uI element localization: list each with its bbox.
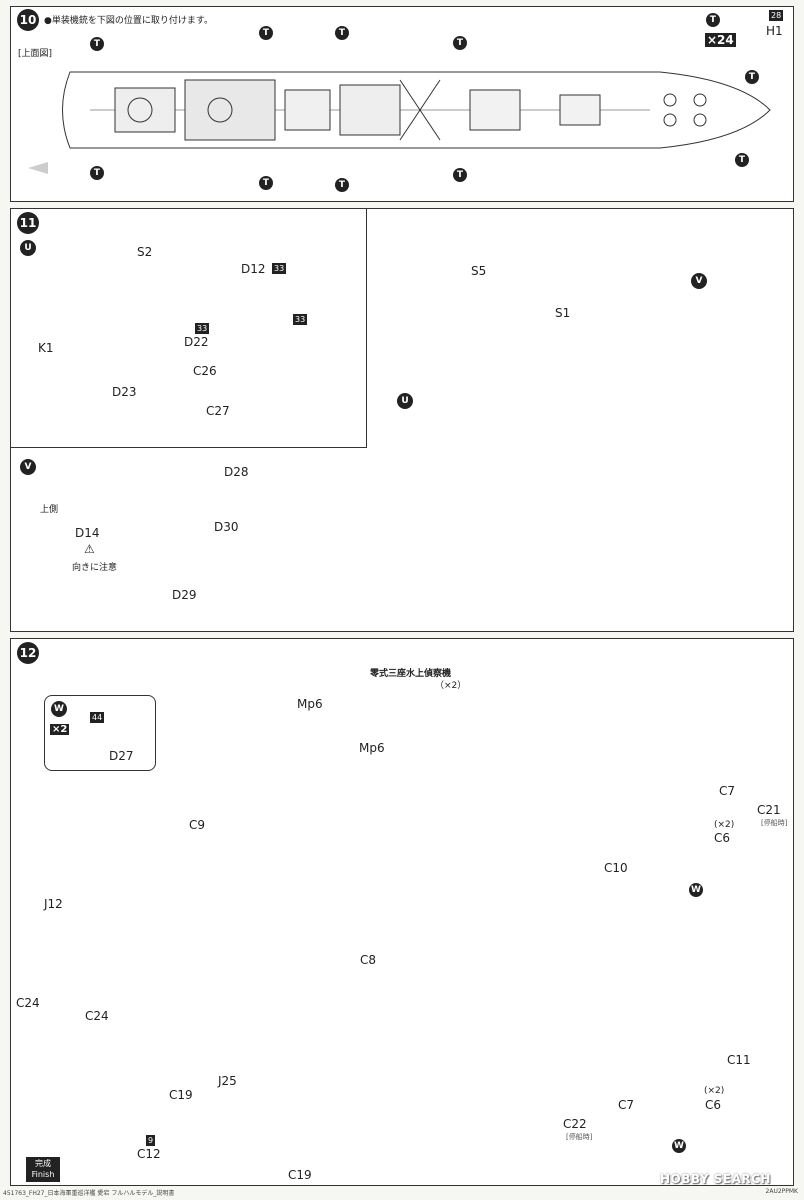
finish-badge: 完成 Finish bbox=[26, 1157, 60, 1182]
c21-note: [停船時] bbox=[761, 819, 788, 827]
sprue-44: 44 bbox=[90, 712, 105, 723]
step-10-badge: 10 bbox=[17, 9, 39, 31]
part-c24-a: C24 bbox=[16, 996, 40, 1010]
part-d12: D12 bbox=[241, 262, 266, 276]
part-c7-b: C7 bbox=[618, 1098, 635, 1112]
marker-t-6: T bbox=[259, 176, 273, 190]
finish-jp: 完成 bbox=[35, 1159, 51, 1168]
marker-u: U bbox=[20, 240, 36, 256]
sprue-33-c: 33 bbox=[293, 314, 308, 325]
part-s2: S2 bbox=[137, 245, 153, 259]
marker-u-ship: U bbox=[397, 393, 413, 409]
step-11-subpanel bbox=[10, 208, 367, 448]
caution-label: 向きに注意 bbox=[72, 563, 118, 573]
warning-icon: ⚠ bbox=[84, 542, 95, 556]
marker-v-ship: V bbox=[691, 273, 707, 289]
part-c26: C26 bbox=[193, 364, 217, 378]
plane-title: 零式三座水上偵察機 bbox=[370, 669, 452, 679]
part-c21: C21 bbox=[757, 803, 781, 817]
c6-b-count: (×2) bbox=[704, 1086, 725, 1096]
part-s5: S5 bbox=[471, 264, 487, 278]
part-c19-b: C19 bbox=[288, 1168, 312, 1182]
sprue-9: 9 bbox=[146, 1135, 156, 1146]
marker-t-4: T bbox=[453, 36, 467, 50]
marker-t-2: T bbox=[259, 26, 273, 40]
marker-t-ref: T bbox=[706, 13, 720, 27]
marker-t-5: T bbox=[90, 166, 104, 180]
part-c19-a: C19 bbox=[169, 1088, 193, 1102]
up-side-label: 上側 bbox=[40, 505, 59, 515]
part-d30: D30 bbox=[214, 520, 239, 534]
part-d29: D29 bbox=[172, 588, 197, 602]
sprue-28: 28 bbox=[769, 10, 784, 21]
marker-w-upper: W bbox=[689, 883, 703, 897]
marker-w: W bbox=[51, 701, 67, 717]
part-c10: C10 bbox=[604, 861, 628, 875]
marker-t-7: T bbox=[335, 178, 349, 192]
part-s1: S1 bbox=[555, 306, 571, 320]
part-d27: D27 bbox=[109, 749, 134, 763]
part-c6-a: C6 bbox=[714, 831, 731, 845]
count-x24: ×24 bbox=[705, 33, 736, 47]
marker-w-lower: W bbox=[672, 1139, 686, 1153]
marker-t-1: T bbox=[90, 37, 104, 51]
part-mp6-a: Mp6 bbox=[297, 697, 323, 711]
marker-t-10: T bbox=[735, 153, 749, 167]
part-j25: J25 bbox=[218, 1074, 237, 1088]
sprue-33-a: 33 bbox=[272, 263, 287, 274]
top-view-label: [上面図] bbox=[18, 49, 53, 59]
part-c6-b: C6 bbox=[705, 1098, 722, 1112]
marker-t-8: T bbox=[453, 168, 467, 182]
part-k1: K1 bbox=[38, 341, 54, 355]
part-j12: J12 bbox=[44, 897, 63, 911]
marker-t-9: T bbox=[745, 70, 759, 84]
part-c11: C11 bbox=[727, 1053, 751, 1067]
marker-t-3: T bbox=[335, 26, 349, 40]
direction-arrow-10 bbox=[28, 162, 48, 174]
part-c12: C12 bbox=[137, 1147, 161, 1161]
part-c7-a: C7 bbox=[719, 784, 736, 798]
part-c27: C27 bbox=[206, 404, 230, 418]
sprue-33-b: 33 bbox=[195, 323, 210, 334]
part-c24-b: C24 bbox=[85, 1009, 109, 1023]
step-12-badge: 12 bbox=[17, 642, 39, 664]
marker-v: V bbox=[20, 459, 36, 475]
footer-left: 451763_FH27_日本海軍重巡洋艦 愛宕 フルハルモデル_説明書 bbox=[3, 1190, 175, 1197]
part-d28: D28 bbox=[224, 465, 249, 479]
finish-en: Finish bbox=[31, 1170, 55, 1179]
part-c22: C22 bbox=[563, 1117, 587, 1131]
step-11-badge: 11 bbox=[17, 212, 39, 234]
watermark-logo: HOBBY SEARCH bbox=[660, 1172, 771, 1186]
footer-right: 2AU2PPMK bbox=[765, 1188, 798, 1195]
c6-a-count: (×2) bbox=[714, 820, 735, 830]
part-mp6-b: Mp6 bbox=[359, 741, 385, 755]
part-c9: C9 bbox=[189, 818, 206, 832]
part-c8: C8 bbox=[360, 953, 377, 967]
step-10-instruction: ●単装機銃を下図の位置に取り付けます。 bbox=[44, 16, 213, 26]
part-d14: D14 bbox=[75, 526, 100, 540]
plane-count: （×2） bbox=[435, 681, 467, 691]
boat-count-x2: ×2 bbox=[50, 724, 70, 735]
part-h1: H1 bbox=[766, 24, 783, 38]
part-d22: D22 bbox=[184, 335, 209, 349]
part-d23: D23 bbox=[112, 385, 137, 399]
ship-top-view bbox=[62, 71, 771, 149]
c22-note: [停船時] bbox=[566, 1133, 593, 1141]
